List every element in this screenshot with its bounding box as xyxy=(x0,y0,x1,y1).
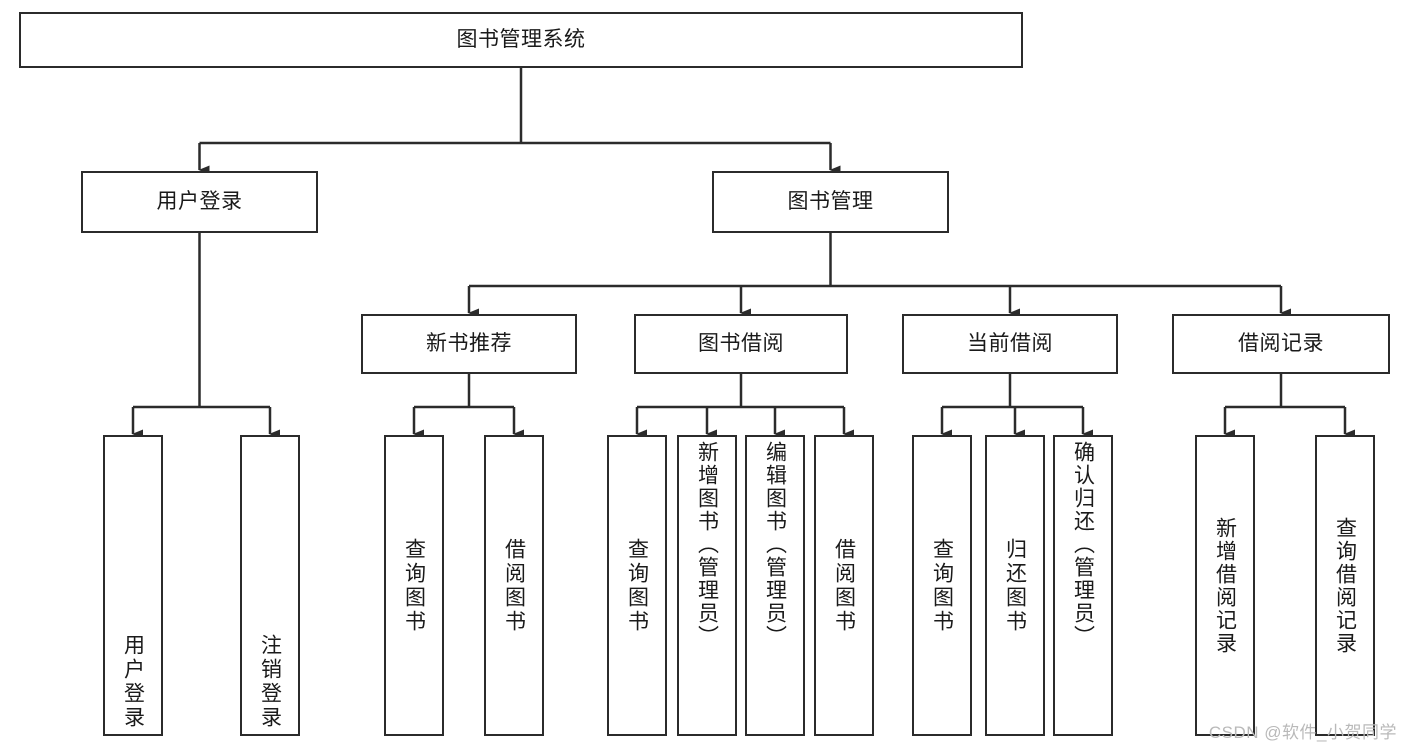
node-leaf-query-book-3[interactable]: 查询图书 xyxy=(912,435,972,736)
node-leaf-add-record-label: 新增借阅记录 xyxy=(1213,516,1237,655)
node-book-borrow[interactable]: 图书借阅 xyxy=(634,314,848,374)
watermark: CSDN @软件_小贺同学 xyxy=(1208,723,1397,742)
node-leaf-borrow-book-2[interactable]: 借阅图书 xyxy=(814,435,874,736)
node-leaf-query-book-3-label: 查询图书 xyxy=(930,537,954,634)
node-leaf-add-book-label: 新增图书（管理员） xyxy=(695,441,719,648)
node-user-login-label: 用户登录 xyxy=(156,189,243,213)
node-root-label: 图书管理系统 xyxy=(456,27,586,51)
node-leaf-logout-label: 注销登录 xyxy=(258,634,282,730)
node-leaf-logout[interactable]: 注销登录 xyxy=(240,435,300,736)
node-leaf-query-book-2[interactable]: 查询图书 xyxy=(607,435,667,736)
node-leaf-return-book[interactable]: 归还图书 xyxy=(985,435,1045,736)
node-current-borrow-label: 当前借阅 xyxy=(967,331,1053,355)
node-leaf-query-book-1-label: 查询图书 xyxy=(402,537,426,634)
node-leaf-borrow-book-1-label: 借阅图书 xyxy=(502,537,526,634)
node-leaf-query-record[interactable]: 查询借阅记录 xyxy=(1315,435,1375,736)
node-leaf-borrow-book-2-label: 借阅图书 xyxy=(832,537,856,634)
node-leaf-confirm-return[interactable]: 确认归还（管理员） xyxy=(1053,435,1113,736)
node-new-book-recommend-label: 新书推荐 xyxy=(426,331,512,355)
node-leaf-query-book-1[interactable]: 查询图书 xyxy=(384,435,444,736)
node-root[interactable]: 图书管理系统 xyxy=(19,12,1023,68)
node-book-manage[interactable]: 图书管理 xyxy=(712,171,949,233)
node-leaf-add-record[interactable]: 新增借阅记录 xyxy=(1195,435,1255,736)
node-leaf-add-book[interactable]: 新增图书（管理员） xyxy=(677,435,737,736)
node-book-manage-label: 图书管理 xyxy=(787,189,874,213)
node-leaf-query-record-label: 查询借阅记录 xyxy=(1333,516,1357,655)
node-book-borrow-label: 图书借阅 xyxy=(698,331,784,355)
node-leaf-return-book-label: 归还图书 xyxy=(1003,537,1027,634)
node-user-login[interactable]: 用户登录 xyxy=(81,171,318,233)
node-leaf-user-login-label: 用户登录 xyxy=(121,634,145,730)
node-current-borrow[interactable]: 当前借阅 xyxy=(902,314,1118,374)
node-borrow-record-label: 借阅记录 xyxy=(1238,331,1324,355)
node-leaf-query-book-2-label: 查询图书 xyxy=(625,537,649,634)
node-leaf-confirm-return-label: 确认归还（管理员） xyxy=(1071,441,1095,648)
node-new-book-recommend[interactable]: 新书推荐 xyxy=(361,314,577,374)
node-leaf-edit-book[interactable]: 编辑图书（管理员） xyxy=(745,435,805,736)
node-borrow-record[interactable]: 借阅记录 xyxy=(1172,314,1390,374)
node-leaf-edit-book-label: 编辑图书（管理员） xyxy=(763,441,787,648)
node-leaf-borrow-book-1[interactable]: 借阅图书 xyxy=(484,435,544,736)
node-leaf-user-login[interactable]: 用户登录 xyxy=(103,435,163,736)
